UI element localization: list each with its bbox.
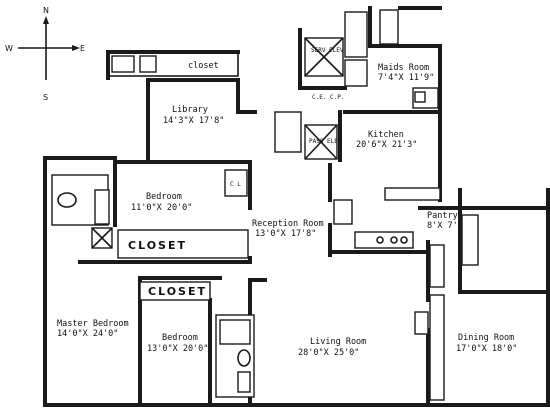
reception-name: Reception Room	[252, 219, 324, 229]
closet-bedroom-label: CLOSET	[128, 239, 187, 252]
compass-rose: N W E S	[5, 6, 85, 102]
living-room-name: Living Room	[310, 337, 366, 347]
compass-east-label: E	[80, 44, 85, 53]
maids-room-name: Maids Room	[378, 63, 429, 73]
pantry-dims: 8'X 7'	[427, 221, 458, 231]
master-bedroom-dims: 14'0"X 24'0"	[57, 329, 118, 339]
small-label-b: C.P.	[330, 94, 344, 101]
reception-dims: 13'0"X 17'8"	[255, 229, 316, 239]
room-labels: Library 14'3"X 17'8" Maids Room 7'4"X 11…	[57, 61, 517, 358]
maids-room-dims: 7'4"X 11'9"	[378, 73, 434, 83]
service-elevator-label: SERV ELEV	[311, 47, 344, 54]
master-bedroom-name: Master Bedroom	[57, 319, 129, 329]
small-label-a: C.E.	[312, 94, 326, 101]
dining-room-dims: 17'0"X 18'0"	[456, 344, 517, 354]
bedroom-1-name: Bedroom	[146, 192, 182, 202]
elevator-passenger: PASS ELEV	[304, 124, 342, 160]
elevator-service: SERV ELEV	[304, 37, 344, 77]
compass-north-label: N	[43, 6, 49, 15]
closet-top-label: closet	[188, 61, 219, 71]
library-dims: 14'3"X 17'8"	[163, 116, 224, 126]
pantry-name: Pantry	[427, 211, 458, 221]
passenger-elevator-label: PASS ELEV	[309, 138, 342, 145]
bedroom-2-name: Bedroom	[162, 333, 198, 343]
bedroom-2-dims: 13'0"X 20'0"	[147, 344, 208, 354]
bedroom-1-dims: 11'0"X 20'0"	[131, 203, 192, 213]
closet-lower-label: CLOSET	[148, 285, 207, 298]
dining-room-name: Dining Room	[458, 333, 514, 343]
compass-south-label: S	[43, 93, 48, 102]
living-room-dims: 28'0"X 25'0"	[298, 348, 359, 358]
kitchen-dims: 20'6"X 21'3"	[356, 140, 417, 150]
compass-west-label: W	[5, 44, 13, 53]
closet-small-label: C L	[230, 181, 241, 188]
library-name: Library	[172, 105, 208, 115]
stairwell	[274, 9, 399, 153]
kitchen-name: Kitchen	[368, 130, 404, 140]
fixtures	[51, 55, 479, 401]
